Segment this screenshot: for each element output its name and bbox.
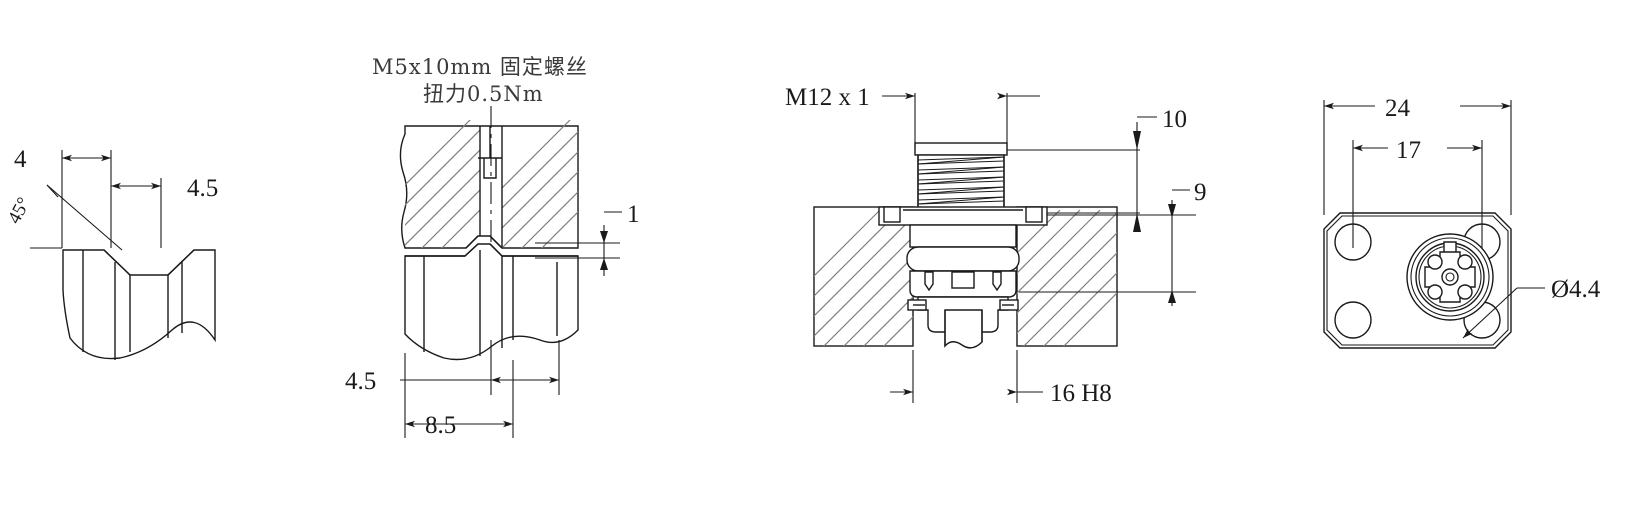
view-front-flange: 24 17 Ø4.4	[1323, 95, 1601, 349]
connector-flange	[878, 206, 1048, 226]
connector-body	[906, 224, 1020, 349]
thread-profile	[917, 156, 1005, 205]
dimension-24-label: 24	[1385, 95, 1411, 122]
dimension-9-label: 9	[1194, 179, 1207, 206]
panel-block-left	[813, 206, 914, 347]
dimension-17: 17	[1352, 137, 1483, 248]
pin-center	[1441, 268, 1459, 286]
dimension-8p5: 8.5	[404, 360, 514, 439]
screw-upper-body	[399, 106, 579, 249]
dimension-m12x1-label: M12 x 1	[785, 84, 870, 111]
note-screw-torque: 扭力0.5Nm	[423, 82, 544, 106]
m12-threaded-shaft	[914, 142, 1008, 213]
view-panel-cutout-profile: 4 4.5 45°	[4, 146, 218, 360]
cutout-profile-body	[62, 249, 216, 360]
pin-lower-right	[1457, 284, 1473, 300]
dimension-dia4p4-leader: Ø4.4	[1462, 276, 1601, 339]
dimension-4-label: 4	[14, 146, 27, 173]
dimension-m12x1: M12 x 1	[785, 84, 1040, 150]
dimension-1-label: 1	[627, 201, 640, 228]
dimension-10-label: 10	[1162, 106, 1187, 133]
pin-lower-left	[1427, 284, 1443, 300]
view-screw-section: M5x10mm 固定螺丝 扭力0.5Nm 1 4.5	[345, 55, 640, 439]
dimension-1: 1	[535, 201, 640, 276]
dimension-24: 24	[1323, 95, 1512, 215]
dimension-17-label: 17	[1396, 137, 1421, 164]
hatch-panel-left	[814, 209, 913, 346]
hatch-screw-left	[405, 120, 480, 248]
dimension-4p5-v2: 4.5	[345, 340, 560, 395]
hatch-panel-right	[1017, 209, 1117, 346]
dimension-4p5-label-v2: 4.5	[345, 368, 376, 395]
pin-upper-left	[1427, 254, 1443, 270]
dimension-45deg-label: 45°	[4, 194, 35, 227]
screw-lower-body	[404, 243, 579, 361]
pin-upper-right	[1457, 254, 1473, 270]
hatch-screw-right	[502, 120, 578, 248]
dimension-4p5-v1: 4.5	[111, 175, 218, 202]
dimension-16h8-label: 16 H8	[1050, 380, 1112, 407]
dimension-16h8: 16 H8	[890, 350, 1112, 407]
angle-leader-45	[46, 184, 123, 251]
dimension-10: 10	[1007, 106, 1187, 232]
view-connector-section: M12 x 1 10 9	[785, 84, 1207, 407]
dimension-4p5-label-v1: 4.5	[187, 175, 218, 202]
dimension-4: 4	[14, 146, 111, 173]
dimension-dia4p4-label: Ø4.4	[1551, 276, 1601, 303]
extension-lines-v1	[30, 150, 162, 249]
dimension-9: 9	[1019, 179, 1207, 306]
note-screw-spec: M5x10mm 固定螺丝	[372, 55, 588, 79]
connector-face	[1406, 233, 1494, 321]
mounting-hole-bottom-left	[1334, 301, 1372, 339]
dimension-8p5-label: 8.5	[425, 412, 456, 439]
panel-block-right	[1016, 206, 1118, 347]
